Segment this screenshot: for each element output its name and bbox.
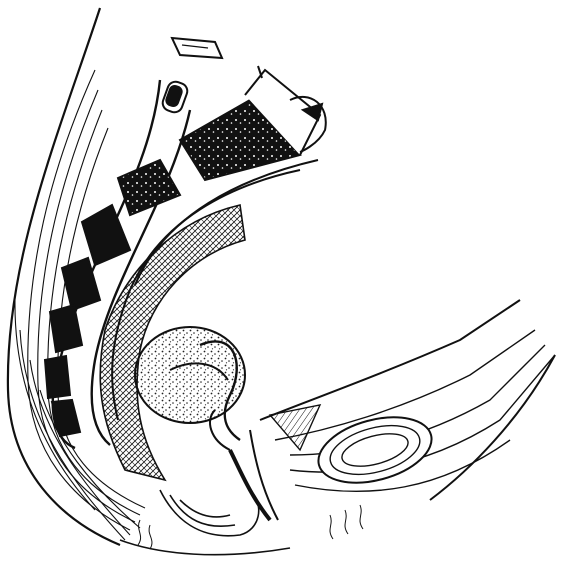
hair-strokes <box>138 505 363 549</box>
front-wedge <box>260 300 555 500</box>
stippled-organ <box>135 327 245 450</box>
small-fragment <box>172 38 222 58</box>
